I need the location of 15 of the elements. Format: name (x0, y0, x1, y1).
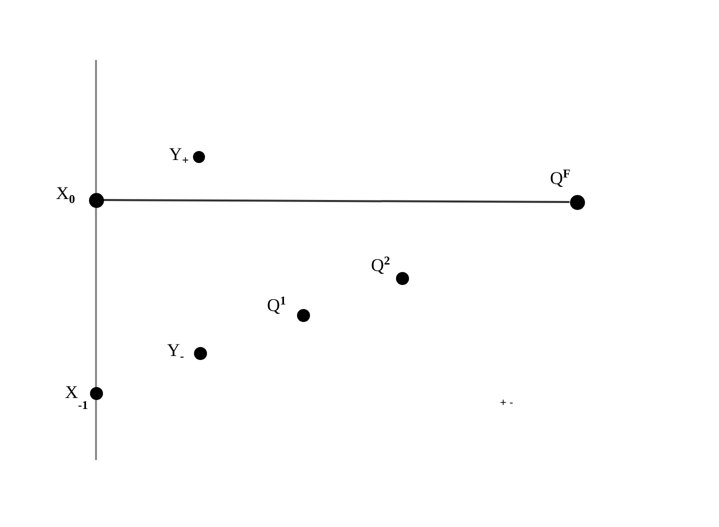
point-dot (194, 346, 206, 360)
point-label: Q$^{F}$ (550, 169, 570, 187)
point-label: Y$_{-}$ (167, 341, 184, 359)
point-label: Q$^{2}$ (371, 256, 390, 274)
point-dot (193, 151, 205, 163)
point-dot (396, 272, 408, 284)
point-label: Q$^{1}$ (267, 296, 286, 314)
point-label: Y$_{+}$ (169, 145, 189, 163)
point-dot (570, 194, 584, 210)
sign-label: + - (500, 398, 514, 409)
point-dot (296, 308, 310, 322)
point-label: X$_{0}$ (56, 184, 75, 202)
point-dot (88, 192, 104, 208)
connector-line (104, 199, 570, 203)
point-dot (90, 386, 102, 400)
